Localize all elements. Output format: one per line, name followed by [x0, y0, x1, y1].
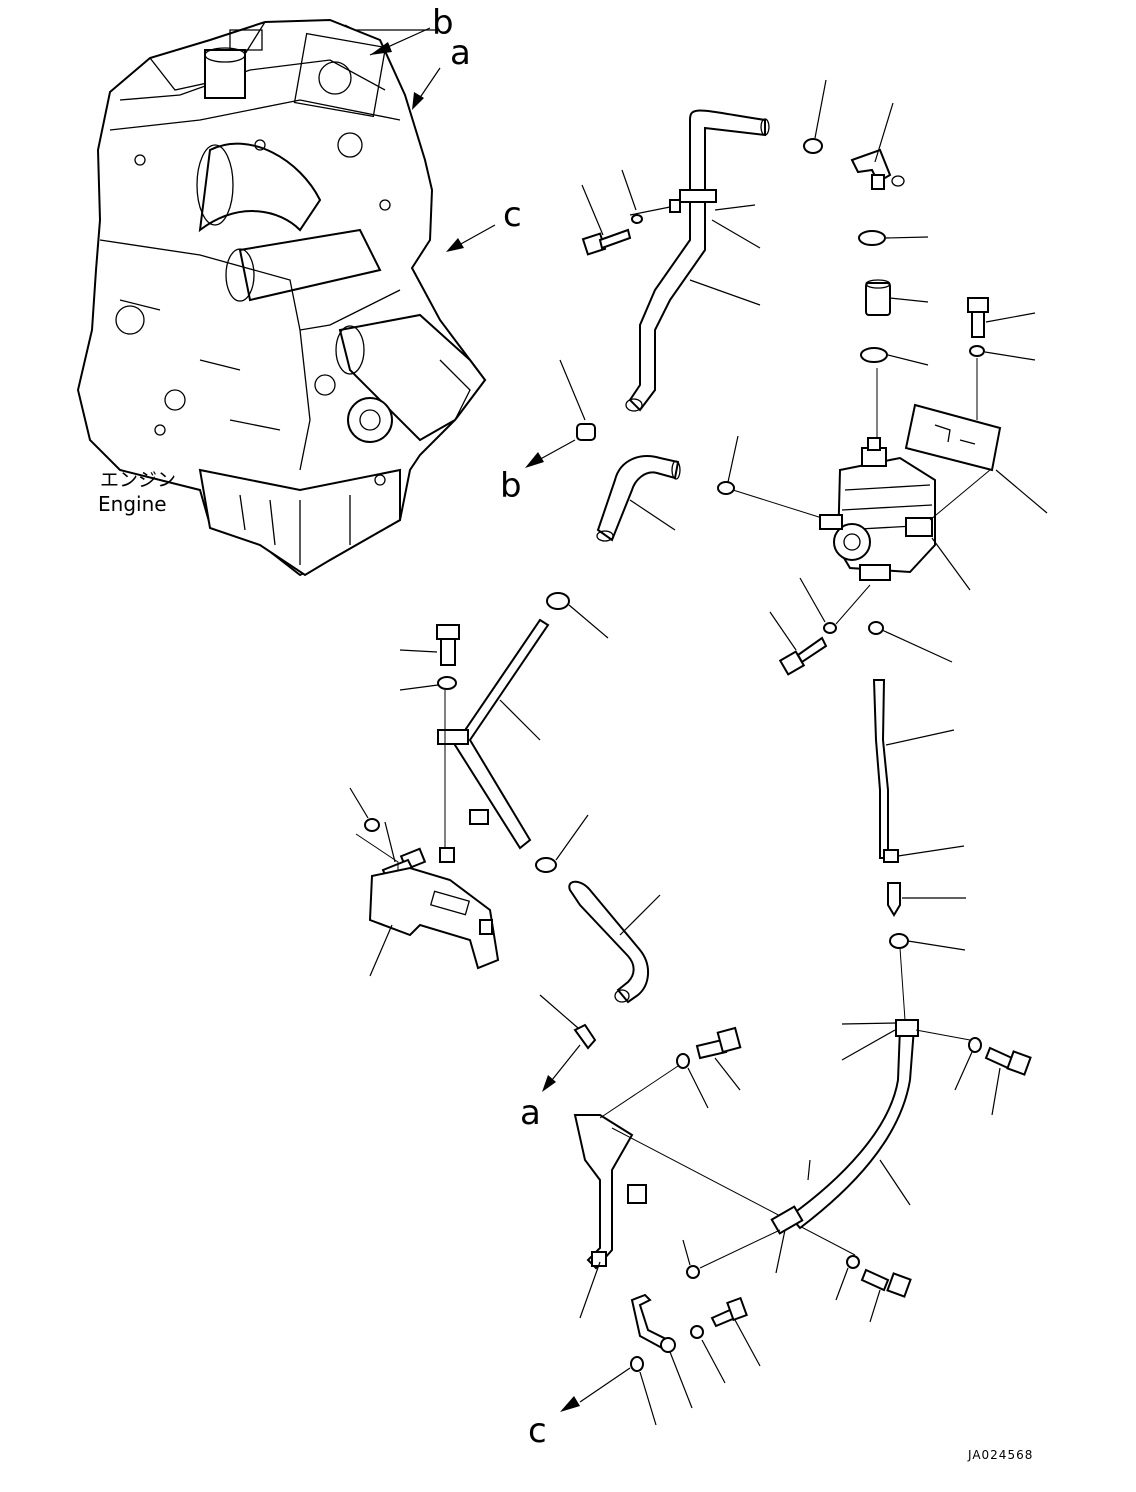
- bolt-upper-left: [581, 228, 632, 256]
- ref-b-bottom: b: [500, 466, 522, 506]
- ref-a-arrow: [539, 994, 597, 1092]
- ref-a-top: a: [450, 33, 471, 73]
- engine-label-ja: エンジン: [100, 469, 176, 491]
- engine-callouts: [344, 24, 496, 252]
- short-hose: [596, 455, 681, 542]
- engine-drawing: [76, 18, 487, 577]
- upper-hose-assembly: [581, 109, 770, 412]
- upper-clamps: [803, 79, 1036, 366]
- drawing-number: JA024568: [967, 1448, 1033, 1462]
- valve-mount-bolt: [769, 577, 953, 676]
- right-vertical-hose: [872, 679, 966, 1021]
- middle-pipe-assembly: [349, 592, 661, 1004]
- valve-assembly: [717, 358, 1048, 591]
- ref-b-top: b: [432, 3, 454, 43]
- engine-label-en: Engine: [98, 492, 167, 516]
- ref-b-arrow: [525, 359, 596, 468]
- lower-pipe-assembly: [560, 1019, 1032, 1426]
- ref-a-bottom: a: [520, 1093, 541, 1133]
- ref-c-top: c: [503, 195, 522, 235]
- ref-c-bottom: c: [528, 1411, 547, 1451]
